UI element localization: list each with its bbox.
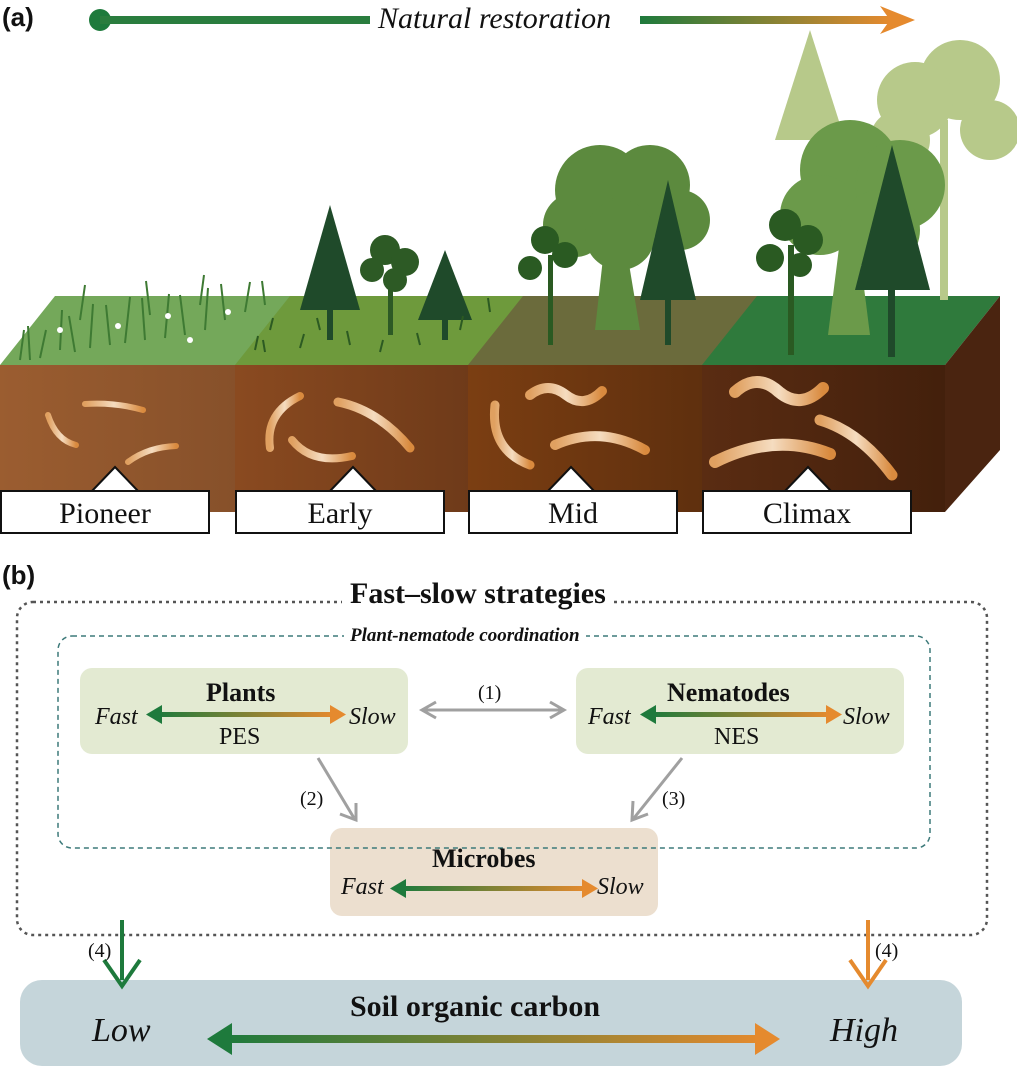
arrow-4-left xyxy=(102,920,142,990)
nes-label: NES xyxy=(714,724,760,750)
climax-block xyxy=(702,30,1017,512)
panel-b-label: (b) xyxy=(2,560,36,590)
stage-label-early: Early xyxy=(235,490,445,534)
stage-label-climax: Climax xyxy=(702,490,912,534)
stage-label-mid: Mid xyxy=(468,490,678,534)
strategy-diagram xyxy=(15,600,989,1055)
natural-restoration-arrow xyxy=(89,6,915,34)
microbes-fast-label: Fast xyxy=(341,874,384,900)
arrow-4-right xyxy=(848,920,888,990)
panel-a-label: (a) xyxy=(2,2,34,32)
link-label-1: (1) xyxy=(478,682,502,704)
stage-label-pioneer: Pioneer xyxy=(0,490,210,534)
soc-box xyxy=(20,980,962,1066)
link-label-4-left: (4) xyxy=(88,940,112,962)
fast-slow-strategies-title: Fast–slow strategies xyxy=(342,577,614,611)
inner-dashed-frame xyxy=(57,635,931,849)
natural-restoration-label: Natural restoration xyxy=(378,2,612,35)
plants-box xyxy=(80,668,408,754)
soc-low-label: Low xyxy=(92,1012,151,1049)
microbes-box xyxy=(330,828,658,916)
soc-spectrum-arrow xyxy=(207,1023,780,1055)
link-label-2: (2) xyxy=(300,788,324,810)
nematodes-box xyxy=(576,668,904,754)
nematodes-fast-label: Fast xyxy=(588,704,631,730)
plants-spectrum-arrow xyxy=(146,705,346,724)
plants-slow-label: Slow xyxy=(349,704,396,730)
nematodes-title: Nematodes xyxy=(667,678,790,707)
microbes-slow-label: Slow xyxy=(597,874,644,900)
soc-high-label: High xyxy=(830,1012,898,1049)
link-label-4-right: (4) xyxy=(875,940,899,962)
restoration-illustration xyxy=(0,6,1017,512)
soc-title: Soil organic carbon xyxy=(350,990,601,1023)
outer-dotted-frame xyxy=(15,600,989,937)
microbes-spectrum-arrow xyxy=(390,879,598,898)
plants-fast-label: Fast xyxy=(95,704,138,730)
microbes-title: Microbes xyxy=(432,844,536,873)
link-label-3: (3) xyxy=(662,788,686,810)
link-arrows xyxy=(316,700,684,823)
pes-label: PES xyxy=(219,724,261,750)
nematodes-slow-label: Slow xyxy=(843,704,890,730)
nematodes-spectrum-arrow xyxy=(640,705,842,724)
plants-title: Plants xyxy=(206,678,276,707)
plant-nematode-coordination-title: Plant-nematode coordination xyxy=(344,625,586,647)
